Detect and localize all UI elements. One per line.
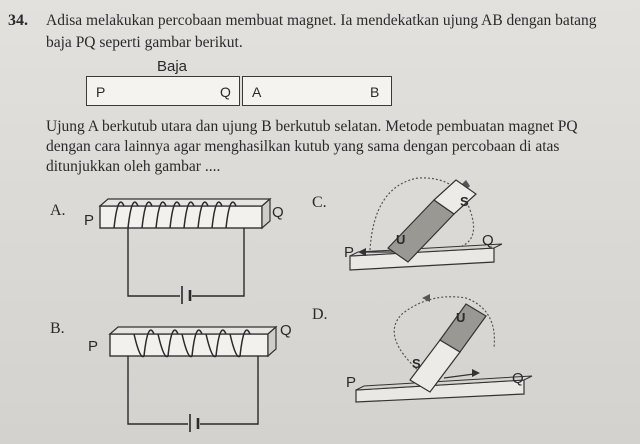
option-b-solenoid-diagram [108, 325, 278, 432]
option-c-p-label: P [344, 244, 355, 261]
option-c-u-label: U [396, 232, 406, 247]
option-a-letter: A. [50, 202, 66, 219]
option-d-u-label: U [456, 310, 466, 325]
option-d-s-label: S [412, 356, 421, 371]
option-d-stroke-diagram [355, 294, 533, 403]
question-number: 34. [8, 12, 28, 29]
option-a-q-label: Q [272, 204, 284, 221]
steel-bar-q-label: Q [220, 84, 231, 100]
option-a-solenoid-diagram [98, 197, 272, 304]
question-text-line-2: dengan cara lainnya agar menghasilkan ku… [46, 138, 560, 155]
option-c-letter: C. [312, 194, 327, 211]
baja-label: Baja [157, 58, 188, 75]
option-b-letter: B. [50, 320, 65, 337]
steel-bar-p-label: P [96, 84, 106, 100]
option-c-s-label: S [460, 194, 469, 209]
question-stem-line-1: Adisa melakukan percobaan membuat magnet… [46, 12, 597, 29]
option-d-letter: D. [312, 306, 328, 323]
option-a-p-label: P [84, 212, 95, 229]
magnet-ab [242, 76, 392, 106]
option-c-stroke-diagram [349, 177, 503, 271]
steel-bar-pq [86, 76, 240, 106]
option-b-p-label: P [88, 338, 99, 355]
option-d-p-label: P [346, 374, 357, 391]
magnet-b-label: B [370, 84, 380, 100]
question-text-line-3: ditunjukkan oleh gambar .... [46, 158, 221, 175]
option-b-q-label: Q [280, 322, 292, 339]
option-d-q-label: Q [512, 370, 524, 387]
question-stem-line-2: baja PQ seperti gambar berikut. [46, 34, 243, 51]
option-c-q-label: Q [482, 232, 494, 249]
magnet-a-label: A [252, 84, 262, 100]
question-text-line-1: Ujung A berkutub utara dan ujung B berku… [46, 118, 578, 135]
